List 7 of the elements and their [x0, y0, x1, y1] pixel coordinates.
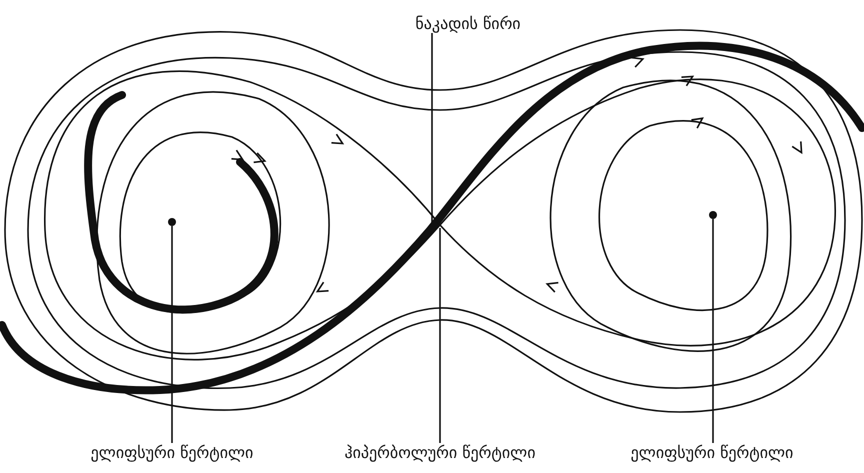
point-label: ელიფსური წერტილი — [90, 443, 254, 462]
leader-line — [439, 228, 441, 443]
point-label: ჰიპერბოლური წერტილი — [344, 443, 536, 462]
leader-line — [712, 219, 714, 443]
point-label: ელიფსური წერტილი — [630, 443, 794, 462]
point-label: ნაკადის წირი — [415, 14, 521, 33]
leader-line — [171, 226, 173, 443]
